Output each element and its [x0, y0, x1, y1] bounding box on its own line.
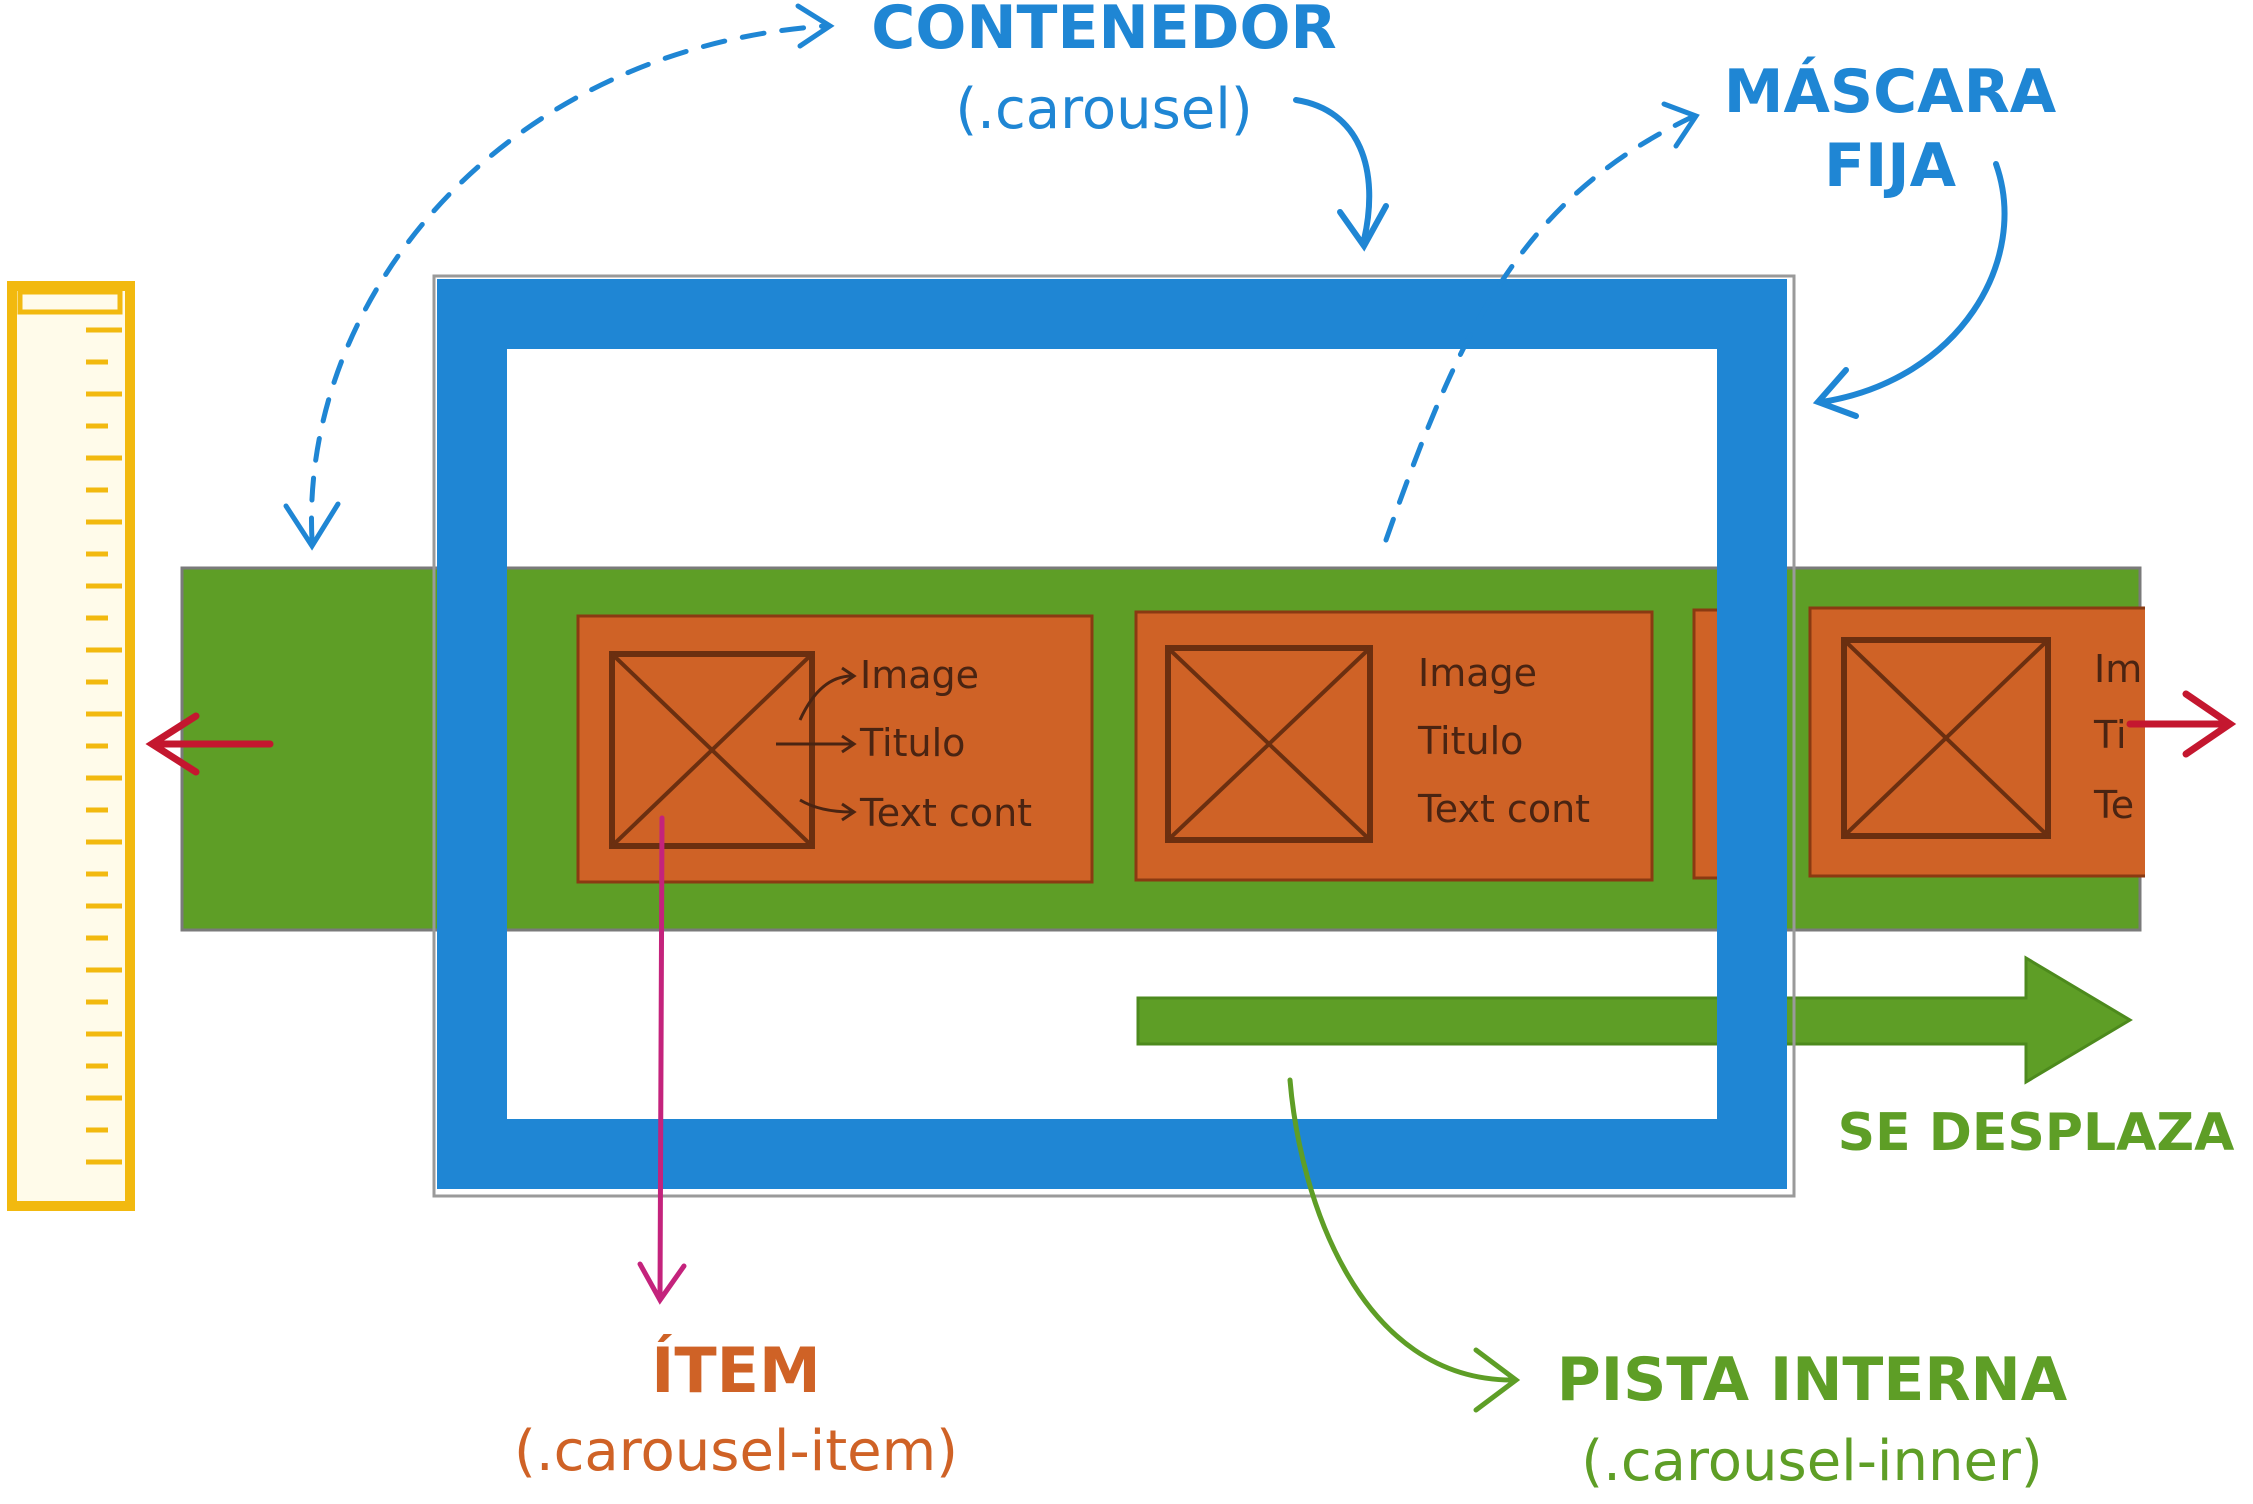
carousel-item: Image Titulo Text cont — [1134, 610, 1654, 882]
contenedor-dashed-arrow — [283, 3, 835, 551]
item-image-label: Im — [2094, 647, 2142, 691]
mascara-title-line2: FIJA — [1824, 131, 1957, 201]
item-title-label: Titulo — [859, 721, 965, 765]
item-pointer-arrow — [637, 815, 687, 1305]
ruler-icon — [7, 281, 135, 1211]
mascara-title-line1: MÁSCARA — [1724, 56, 2057, 127]
contenedor-pointer-arrow — [1293, 97, 1389, 252]
carousel-item: Im Ti Te — [1808, 606, 2145, 878]
item-field-arrows — [776, 666, 857, 822]
pista-pointer-arrow — [1287, 1077, 1521, 1413]
carousel-container-frame — [432, 274, 1796, 1198]
arrow-left-icon — [145, 712, 274, 776]
pista-subtitle: (.carousel-inner) — [1581, 1429, 2043, 1494]
carousel-item: Image Titulo Text cont — [576, 614, 1094, 884]
item-image-label: Image — [1418, 651, 1537, 695]
contenedor-subtitle: (.carousel) — [955, 77, 1252, 142]
mascara-pointer-arrow — [1812, 161, 2008, 419]
arrow-right-icon — [2126, 690, 2237, 758]
item-title-label: Ti — [2093, 713, 2127, 757]
image-placeholder-icon — [609, 651, 815, 849]
image-placeholder-icon — [1165, 645, 1373, 843]
item-text-label: Te — [2093, 783, 2134, 827]
se-desplaza-label: SE DESPLAZA — [1838, 1103, 2235, 1163]
item-title: ÍTEM — [651, 1334, 820, 1407]
pista-title: PISTA INTERNA — [1557, 1345, 2068, 1415]
item-text-label: Text cont — [1417, 787, 1590, 831]
big-arrow-right-icon — [1136, 955, 2133, 1085]
image-placeholder-icon — [1841, 637, 2051, 839]
contenedor-title: CONTENEDOR — [871, 0, 1336, 63]
item-image-label: Image — [860, 653, 979, 697]
item-text-label: Text cont — [859, 791, 1032, 835]
item-title-label: Titulo — [1417, 719, 1523, 763]
item-subtitle: (.carousel-item) — [514, 1419, 958, 1484]
mascara-dashed-arrow — [1383, 101, 1700, 543]
